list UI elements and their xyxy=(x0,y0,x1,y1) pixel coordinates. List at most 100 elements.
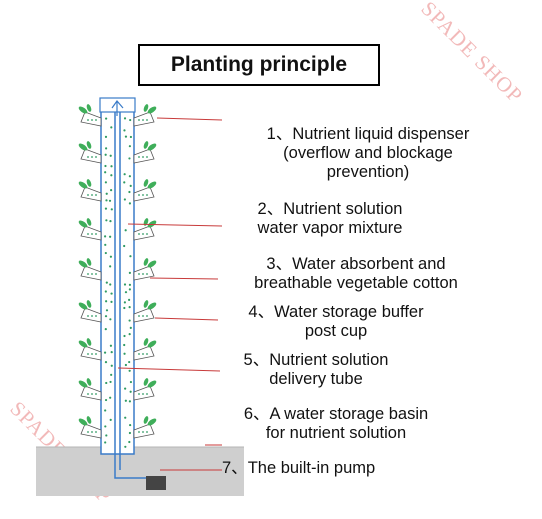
nutrient-dot xyxy=(128,333,131,336)
nutrient-dot xyxy=(103,351,107,354)
nutrient-dot xyxy=(123,352,126,355)
nutrient-dot xyxy=(129,184,132,187)
nutrient-dot xyxy=(104,315,108,318)
nutrient-dot xyxy=(124,229,127,232)
nutrient-dot xyxy=(110,208,113,211)
nutrient-dot xyxy=(124,291,128,294)
label-3: 3、Water absorbent and breathable vegetab… xyxy=(254,255,458,292)
nutrient-dot xyxy=(105,147,108,150)
nutrient-dot xyxy=(109,380,112,384)
nutrient-dot xyxy=(124,363,127,367)
nutrient-dot xyxy=(109,235,112,238)
plant-cup-right xyxy=(133,258,157,281)
plant-cup-left xyxy=(78,104,102,127)
nutrient-dot xyxy=(110,174,113,177)
nutrient-dot xyxy=(105,300,108,303)
nutrient-dot xyxy=(128,288,131,291)
nutrient-dot xyxy=(123,334,126,338)
nutrient-dot xyxy=(104,171,107,174)
nutrient-dot xyxy=(109,265,112,268)
plant-cup-left xyxy=(78,218,102,241)
pointer-lines xyxy=(117,117,223,471)
nutrient-dot xyxy=(104,425,107,428)
plant-cup-right xyxy=(133,179,157,202)
nutrient-dot xyxy=(105,381,108,385)
plant-cup-left xyxy=(78,141,102,164)
nutrient-dot xyxy=(128,369,131,372)
plant-cup-left xyxy=(78,416,102,439)
nutrient-dot xyxy=(110,364,113,367)
nutrient-dot xyxy=(123,117,127,120)
nutrient-dot xyxy=(109,344,113,347)
nutrient-dot xyxy=(108,199,112,202)
nutrient-dot xyxy=(129,380,133,384)
nutrient-dot xyxy=(110,126,113,129)
nutrient-dot xyxy=(105,281,108,284)
nutrient-dot xyxy=(129,135,133,139)
nutrient-dot xyxy=(105,192,108,195)
nutrient-dot xyxy=(104,164,107,168)
label-1: 1、Nutrient liquid dispenser (overflow an… xyxy=(266,125,470,181)
nutrient-dot xyxy=(109,154,112,157)
nutrient-dot xyxy=(109,418,112,421)
nutrient-dot xyxy=(128,145,131,148)
nutrient-dot xyxy=(104,243,107,246)
nutrient-dot xyxy=(104,290,107,293)
nutrient-dot xyxy=(104,398,108,402)
nutrient-dot xyxy=(123,306,126,310)
nutrient-dot xyxy=(128,319,131,322)
plant-cup-left xyxy=(78,300,102,323)
nutrient-dot xyxy=(109,255,113,258)
nutrient-dot xyxy=(129,118,132,122)
diagram-title: Planting principle xyxy=(138,44,380,86)
nutrient-dot xyxy=(104,207,108,210)
nutrient-dot xyxy=(110,300,113,304)
nutrient-dot xyxy=(104,409,107,412)
nutrient-dot xyxy=(110,351,113,354)
nutrient-dot xyxy=(128,271,131,274)
nutrient-dot xyxy=(124,387,127,390)
nutrient-dot xyxy=(104,153,107,156)
nutrient-dot xyxy=(128,190,131,194)
nutrient-dot xyxy=(105,199,108,202)
nutrient-dot xyxy=(124,445,127,448)
water-basin xyxy=(36,447,244,496)
nutrient-dot xyxy=(123,181,126,184)
nutrient-dot xyxy=(104,441,107,444)
plant-cup-right xyxy=(133,300,157,323)
nutrient-dot xyxy=(110,165,113,168)
nutrient-dot xyxy=(104,361,108,364)
nutrient-dot xyxy=(129,255,132,258)
nutrient-dot xyxy=(105,219,108,222)
plant-cup-right xyxy=(133,338,157,361)
nutrient-dot xyxy=(110,373,113,376)
nutrient-dot xyxy=(105,434,108,437)
nutrient-dot xyxy=(109,396,112,399)
nutrient-dot xyxy=(123,283,127,286)
label-4: 4、Water storage buffer post cup xyxy=(248,303,424,340)
nutrient-dot xyxy=(123,129,126,132)
label-6: 6、A water storage basin for nutrient sol… xyxy=(243,405,429,442)
label-5: 5、Nutrient solution delivery tube xyxy=(243,351,389,388)
nutrient-dot xyxy=(104,235,107,238)
nutrient-dot xyxy=(123,173,126,176)
nutrient-dot xyxy=(128,440,131,444)
plant-cup-right xyxy=(133,378,157,401)
nutrient-dot xyxy=(123,301,126,304)
nutrient-dot xyxy=(110,292,113,295)
nutrient-dot xyxy=(129,390,132,393)
nutrient-dot xyxy=(123,244,126,248)
nutrient-dot xyxy=(128,360,131,364)
label-2: 2、Nutrient solution water vapor mixture xyxy=(257,200,403,237)
nutrient-dot xyxy=(104,181,107,184)
nutrient-dot xyxy=(128,431,132,435)
nutrient-dot xyxy=(128,283,132,286)
plant-cup-left xyxy=(78,258,102,281)
nutrient-dot xyxy=(128,306,131,309)
plant-cup-right xyxy=(133,218,157,241)
nutrient-dot xyxy=(123,343,126,347)
nutrient-dot xyxy=(128,175,131,178)
nutrient-dot xyxy=(123,198,126,201)
